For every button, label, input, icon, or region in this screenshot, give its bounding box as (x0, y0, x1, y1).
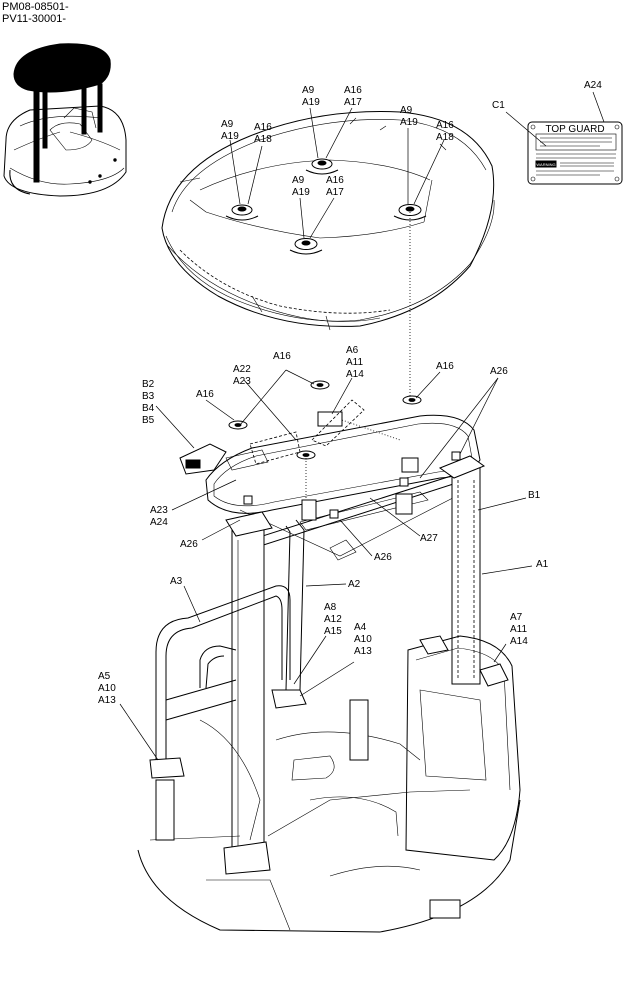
callout-a16-left: A16 (196, 389, 214, 400)
callout-a1: A1 (536, 559, 549, 570)
decal-title: TOP GUARD (545, 124, 604, 135)
rops-frame (155, 212, 486, 861)
callout-a16-right: A16 (436, 361, 454, 372)
upper-structure (137, 635, 521, 933)
callout-a2: A2 (348, 579, 361, 590)
callout-a26-left: A26 (180, 539, 198, 550)
leader-lines (119, 91, 605, 761)
callout-a24-decal: A24 (584, 80, 602, 91)
callout-a3: A3 (170, 576, 183, 587)
top-guard-decal: TOP GUARD WARNING (527, 121, 623, 185)
decal-warning: WARNING (536, 162, 555, 167)
canopy-roof (161, 111, 495, 331)
callout-a27: A27 (420, 533, 438, 544)
serial-range-2: PV11-30001- (2, 13, 67, 25)
serial-range-1: PM08-08501- (2, 1, 69, 13)
callout-a16-top: A16 (273, 351, 291, 362)
callout-b1: B1 (528, 490, 541, 501)
callout-a26-top: A26 (490, 366, 508, 377)
callout-c1: C1 (492, 100, 505, 111)
callout-a26-middle: A26 (374, 552, 392, 563)
locator-thumbnail (3, 43, 127, 197)
